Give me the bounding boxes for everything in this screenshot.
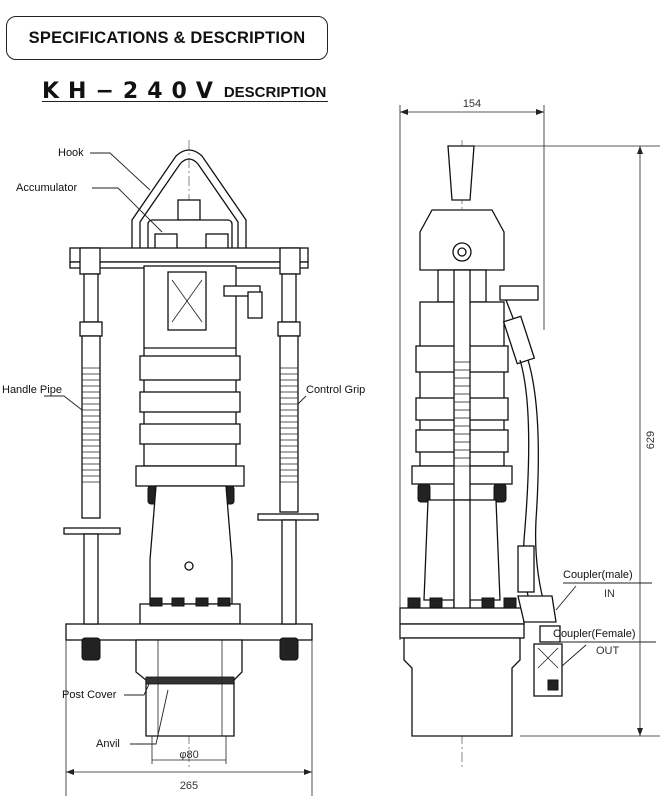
right-grip-ribs (280, 367, 298, 483)
hook-label: Hook (58, 147, 84, 159)
side-view: 154 629 Coupler(male) IN Coupler(Female)… (399, 98, 660, 770)
left-handle-grip (82, 367, 100, 483)
hose-in (527, 359, 547, 611)
out-label: OUT (596, 645, 620, 657)
control-grip-label: Control Grip (306, 384, 365, 396)
in-label: IN (604, 588, 615, 600)
overall-width-dimension: 265 (180, 780, 198, 792)
front-view: 265 φ80 Hook Accumulator Handle Pipe Con… (2, 140, 365, 796)
side-width-dimension: 154 (463, 98, 481, 110)
hook-shape (131, 149, 247, 262)
post-cover-label: Post Cover (62, 689, 117, 701)
post-cover (135, 639, 243, 737)
left-handle-pipe (81, 335, 101, 519)
side-grip-ribs (454, 361, 470, 467)
right-control-grip (279, 335, 299, 513)
side-head (419, 209, 505, 271)
page-title: SPECIFICATIONS & DESCRIPTION (6, 16, 328, 60)
anvil-diameter-dimension: φ80 (179, 749, 198, 761)
side-control-lever (502, 315, 536, 365)
model-underline (42, 101, 328, 102)
lever (223, 285, 261, 297)
lower-cylinder (149, 485, 233, 605)
top-crossbar (69, 247, 309, 263)
coupler-male-label: Coupler(male) (563, 569, 633, 581)
side-base-plate (399, 623, 525, 639)
height-dimension: 629 (645, 431, 657, 449)
left-handle-upper (83, 273, 99, 323)
coupler-female-label: Coupler(Female) (553, 628, 636, 640)
accumulator-label: Accumulator (16, 182, 77, 194)
handle-pipe-label: Handle Pipe (2, 384, 62, 396)
post-cover-band (145, 676, 235, 685)
model-description-label: DESCRIPTION (223, 84, 327, 101)
anvil-label: Anvil (96, 738, 120, 750)
accumulator-cap (177, 199, 201, 221)
base-plate (65, 623, 313, 641)
side-post-cover (403, 637, 521, 737)
model-heading: KH−240V DESCRIPTION (42, 70, 326, 104)
model-code: KH−240V (42, 79, 222, 104)
coupler-male-shape (517, 595, 557, 623)
side-hook (447, 145, 475, 201)
